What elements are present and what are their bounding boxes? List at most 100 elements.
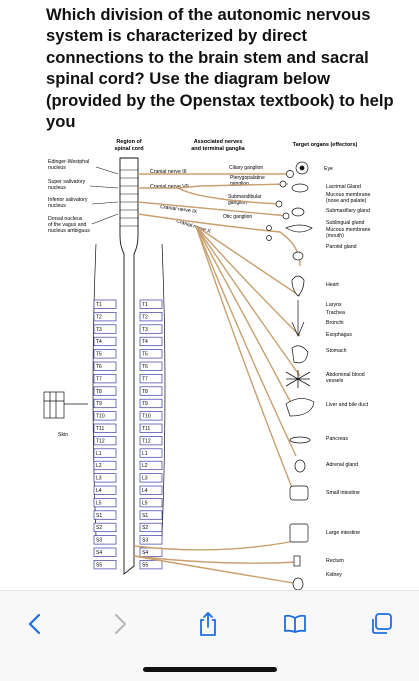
segment-box-right <box>139 386 163 396</box>
label-mucous-mouth-2: (mouth) <box>326 233 344 239</box>
segment-box-right <box>139 535 163 545</box>
label-edinger-1: Edinger-Westphal <box>48 159 89 165</box>
segment-label-right: T11 <box>142 426 150 432</box>
segment-box-right <box>139 324 163 334</box>
segment-box-right <box>139 299 163 309</box>
label-ptery-2: ganglion <box>230 181 249 187</box>
label-cn7: Cranial nerve VII <box>150 184 189 190</box>
segment-label-right: T3 <box>142 327 148 333</box>
segment-label-left: S2 <box>96 525 102 531</box>
header-region-line1: Region of <box>116 139 142 145</box>
label-rectum: Rectum <box>326 558 344 564</box>
segments-left: T1T2T3T4T5T6T7T8T9T10T11T12L1L2L3L4L5S1S… <box>93 299 117 570</box>
segment-label-left: T4 <box>96 339 102 345</box>
segment-label-left: S3 <box>96 538 102 544</box>
segment-box-right <box>139 522 163 533</box>
bookmarks-button[interactable] <box>280 609 310 639</box>
label-bronchi: Bronchi <box>326 320 344 326</box>
forward-button[interactable] <box>106 609 136 639</box>
segment-box-left <box>93 336 117 347</box>
segment-label-left: L3 <box>96 476 102 482</box>
label-sup-sal-1: Super salivatory <box>48 179 86 185</box>
skin-illustration <box>43 391 88 419</box>
segment-box-left <box>93 299 117 309</box>
segment-box-right <box>139 423 163 433</box>
segment-box-right <box>139 361 163 371</box>
kidney-icon <box>292 577 304 590</box>
label-abdominal-2: vessels <box>326 378 344 384</box>
segment-box-right <box>139 312 163 322</box>
label-ciliary: Ciliary ganglion <box>229 165 263 171</box>
back-button[interactable] <box>19 609 49 639</box>
share-button[interactable] <box>193 609 223 639</box>
segment-box-right <box>139 498 163 508</box>
label-mucous-nose-1: Mucous membrane <box>326 192 371 198</box>
segment-label-right: S4 <box>142 550 148 556</box>
label-small-intestine: Small intestine <box>326 490 360 496</box>
segment-label-right: L1 <box>142 451 148 457</box>
chevron-right-icon <box>114 613 127 635</box>
segment-box-right <box>139 560 163 570</box>
segment-box-right <box>139 411 163 421</box>
segment-label-left: S5 <box>96 562 102 568</box>
larynx-icon <box>291 300 305 337</box>
label-submand-2: ganglion <box>228 200 247 206</box>
segment-box-left <box>93 498 117 508</box>
segments-right: T1T2T3T4T5T6T7T8T9T10T11T12L1L2L3L4L5S1S… <box>139 299 163 570</box>
segment-box-left <box>93 485 117 495</box>
segment-label-right: S1 <box>142 513 148 519</box>
autonomic-nervous-system-diagram: Region of spinal cord Associated nerves … <box>43 139 371 590</box>
segment-label-right: L5 <box>142 500 148 506</box>
segment-box-left <box>93 349 117 359</box>
label-lacrimal: Lacrimal Gland <box>326 184 361 190</box>
label-sup-sal-2: nucleus <box>48 185 66 191</box>
segment-box-left <box>93 460 117 471</box>
segment-label-right: T12 <box>142 438 151 444</box>
segment-box-left <box>93 386 117 396</box>
segment-box-left <box>93 560 117 570</box>
segment-box-right <box>139 336 163 347</box>
label-edinger-2: nucleus <box>48 165 66 171</box>
header-nerves-line1: Associated nerves <box>194 139 243 145</box>
segment-label-left: T7 <box>96 376 102 382</box>
segment-label-left: S4 <box>96 550 102 556</box>
segment-label-right: L2 <box>142 463 148 469</box>
segment-label-left: T5 <box>96 352 102 358</box>
segment-label-left: T1 <box>96 302 102 308</box>
segment-label-left: L2 <box>96 463 102 469</box>
segment-label-left: T6 <box>96 364 102 370</box>
label-dorsal-3: nucleus ambiguus <box>48 228 90 234</box>
label-mucous-nose-2: (nose and palate) <box>326 198 367 204</box>
segment-label-right: T9 <box>142 401 148 407</box>
segment-label-left: T8 <box>96 389 102 395</box>
segment-box-right <box>139 510 163 520</box>
label-mucous-mouth-1: Mucous membrane <box>326 227 371 233</box>
header-nerves-line2: and terminal ganglia <box>191 146 245 152</box>
segment-box-left <box>93 423 117 433</box>
tabs-button[interactable] <box>367 609 397 639</box>
label-cn9: Cranial nerve IX <box>160 204 198 215</box>
segment-label-right: T7 <box>142 376 148 382</box>
header-targets: Target organs (effectors) <box>293 142 358 148</box>
segment-label-right: T4 <box>142 339 148 345</box>
mouth-icon <box>285 224 313 233</box>
segment-box-right <box>139 460 163 471</box>
label-adrenal: Adrenal gland <box>326 462 358 468</box>
label-inf-sal-1: Inferior salivatory <box>48 197 88 203</box>
label-dorsal-2: of the vagus and <box>48 222 86 228</box>
segment-label-left: S1 <box>96 513 102 519</box>
segment-box-right <box>139 436 163 446</box>
segment-box-left <box>93 312 117 322</box>
segment-label-right: S2 <box>142 525 148 531</box>
label-sublingual: Sublingual gland <box>326 220 364 226</box>
segment-label-right: T2 <box>142 314 148 320</box>
segment-box-left <box>93 448 117 458</box>
label-submaxillary: Submaxillary gland <box>326 208 370 214</box>
label-stomach: Stomach <box>326 348 347 354</box>
label-kidney: Kidney <box>326 572 342 578</box>
segment-label-left: T10 <box>96 414 105 420</box>
segment-label-left: T12 <box>96 438 105 444</box>
segment-box-left <box>93 547 117 557</box>
segment-label-left: T11 <box>96 426 104 432</box>
segment-label-left: L1 <box>96 451 102 457</box>
